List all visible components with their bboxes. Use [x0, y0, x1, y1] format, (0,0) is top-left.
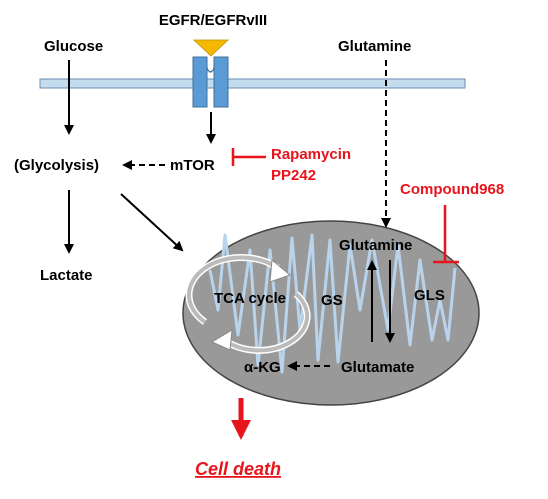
- mitochondrion-cristae: [208, 233, 457, 374]
- gs-label: GS: [321, 292, 343, 309]
- rapamycin-inhibition: [231, 148, 266, 166]
- pp242-label: PP242: [271, 167, 316, 184]
- lactate-label: Lactate: [40, 267, 93, 284]
- arrow-glycolysis-mitochondrion: [120, 193, 184, 252]
- glutamine-extracellular-label: Glutamine: [338, 38, 411, 55]
- mtor-label: mTOR: [170, 157, 215, 174]
- akg-label: α-KG: [244, 359, 281, 376]
- glutamine-mitochondrial-label: Glutamine: [339, 237, 412, 254]
- cell-membrane: [39, 78, 466, 89]
- glutamate-label: Glutamate: [341, 359, 414, 376]
- tca-cycle-label: TCA cycle: [214, 290, 286, 307]
- rapamycin-label: Rapamycin: [271, 146, 351, 163]
- tca-cycle-icon: [185, 253, 311, 354]
- compound968-inhibition: [433, 205, 459, 264]
- egfr-label: EGFR/EGFRvIII: [159, 12, 267, 29]
- gls-label: GLS: [414, 287, 445, 304]
- ligand-triangle-icon: [192, 39, 230, 57]
- glycolysis-label: (Glycolysis): [14, 157, 99, 174]
- glucose-label: Glucose: [44, 38, 103, 55]
- cell-death-label: Cell death: [195, 459, 281, 479]
- compound968-label: Compound968: [400, 181, 504, 198]
- egfr-receptor-icon: [192, 56, 229, 108]
